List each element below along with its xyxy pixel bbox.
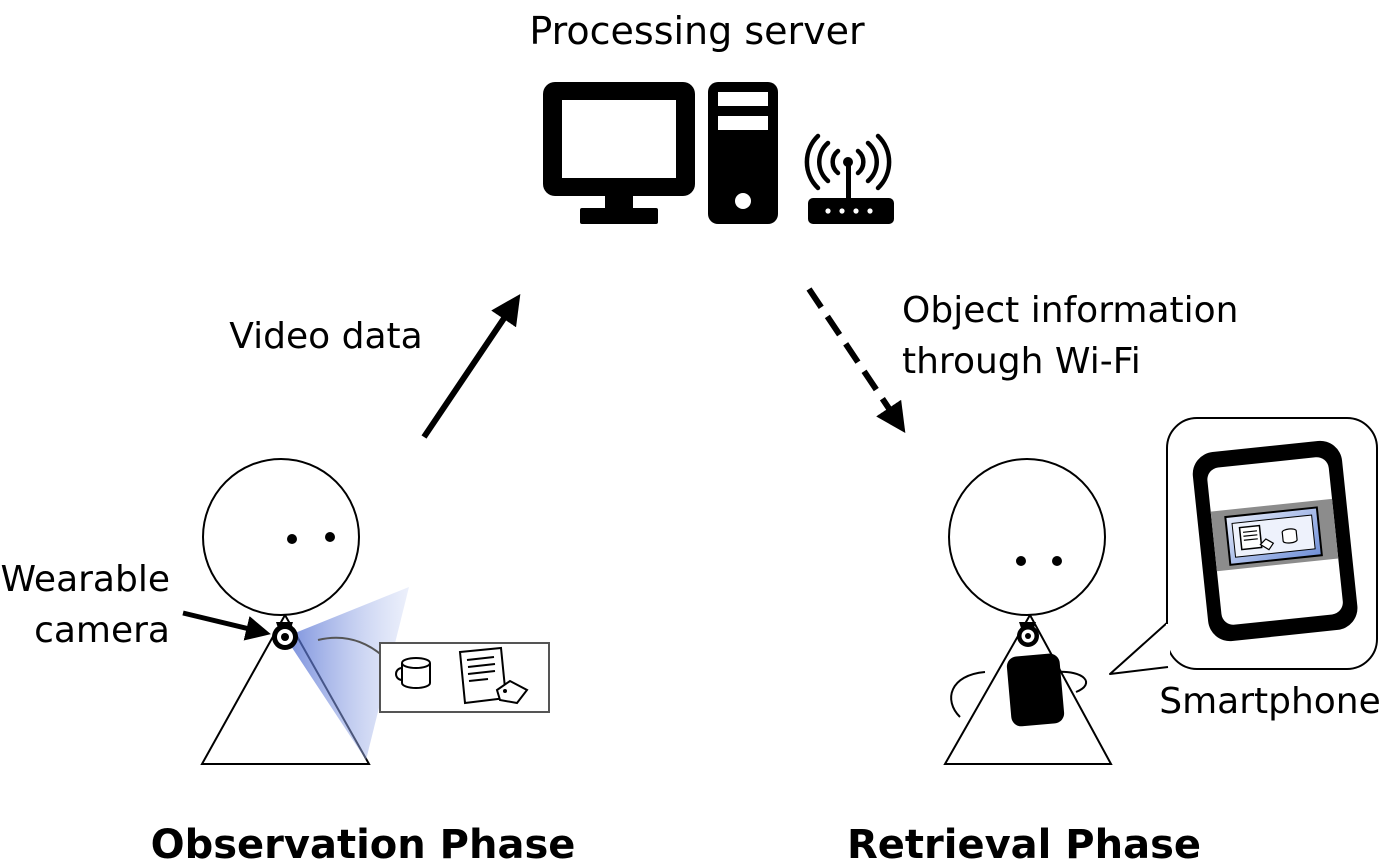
smartphone-label: Smartphone [1159,681,1381,722]
wifi-router-icon [804,133,894,224]
object-info-label-line2: through Wi-Fi [902,341,1141,382]
retriever-camera-icon [1017,622,1039,647]
retriever-person [943,458,1113,765]
observed-scene-panel [379,642,550,713]
right-arm [1054,670,1088,693]
video-upload-arrow [421,294,521,439]
object-info-arrow [806,287,906,433]
tag-icon [495,679,529,705]
object-info-label-line1: Object information [902,290,1238,331]
monitor-icon [543,82,695,224]
camera-pointer-arrow [182,610,271,641]
left-arm [950,671,986,718]
retrieval-phase-label: Retrieval Phase [847,822,1201,868]
computer-tower-icon [708,82,778,224]
cup-icon [395,657,431,689]
wearable-camera-label-line1: Wearable [0,559,170,600]
video-data-label: Video data [229,316,422,357]
wearable-camera-icon [272,622,298,650]
server-title: Processing server [529,9,865,53]
observation-phase-label: Observation Phase [151,822,576,868]
wearable-camera-label-line2: camera [34,610,170,651]
observer-person [200,458,371,765]
held-smartphone [1006,653,1065,727]
smartphone-callout [1109,417,1378,675]
camera-field-of-view [285,587,409,760]
